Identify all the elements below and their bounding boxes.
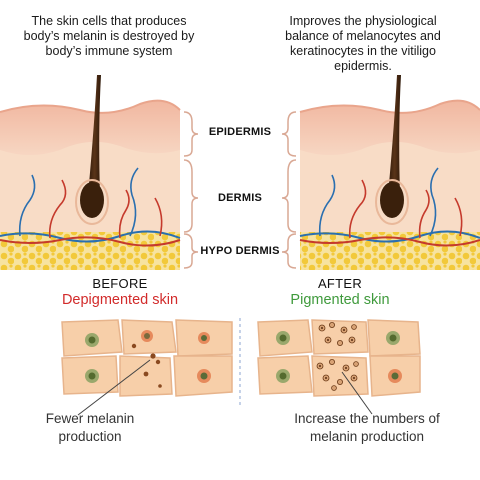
caption-right-line-4: epidermis. [334,59,392,73]
caption-left-line-1: The skin cells that produces [31,14,187,28]
pointer-before [77,359,151,416]
before-note-line-2: production [58,429,122,444]
caption-left-line-3: body’s immune system [45,44,173,58]
after-note-line-2: melanin production [309,429,425,444]
before-note-line-1: Fewer melanin [45,411,135,426]
caption-right-line-2: balance of melanocytes and [285,29,441,43]
after-label: AFTER [317,276,363,291]
layer-label-hypodermis: HYPO DERMIS [200,245,280,257]
before-note: Fewer melanin production [20,410,160,446]
caption-right-line-1: Improves the physiological [289,14,437,28]
before-label: BEFORE [92,276,148,291]
layer-label-dermis: DERMIS [218,192,262,204]
skin-block-after [299,75,480,270]
layer-braces [183,111,297,269]
before-status: Depigmented skin [61,292,179,308]
caption-left: The skin cells that produces body’s mela… [4,14,214,59]
after-note-line-1: Increase the numbers of [294,411,440,426]
cells-before [61,319,233,397]
pointer-after [341,371,373,415]
cells-after [257,319,421,397]
caption-right-line-3: keratinocytes in the vitiligo [290,44,436,58]
caption-right: Improves the physiological balance of me… [258,14,468,74]
skin-block-before [0,75,181,270]
layer-label-epidermis: EPIDERMIS [208,126,272,138]
caption-left-line-2: body’s melanin is destroyed by [23,29,195,43]
after-note: Increase the numbers of melanin producti… [262,410,472,446]
after-status: Pigmented skin [290,292,390,308]
